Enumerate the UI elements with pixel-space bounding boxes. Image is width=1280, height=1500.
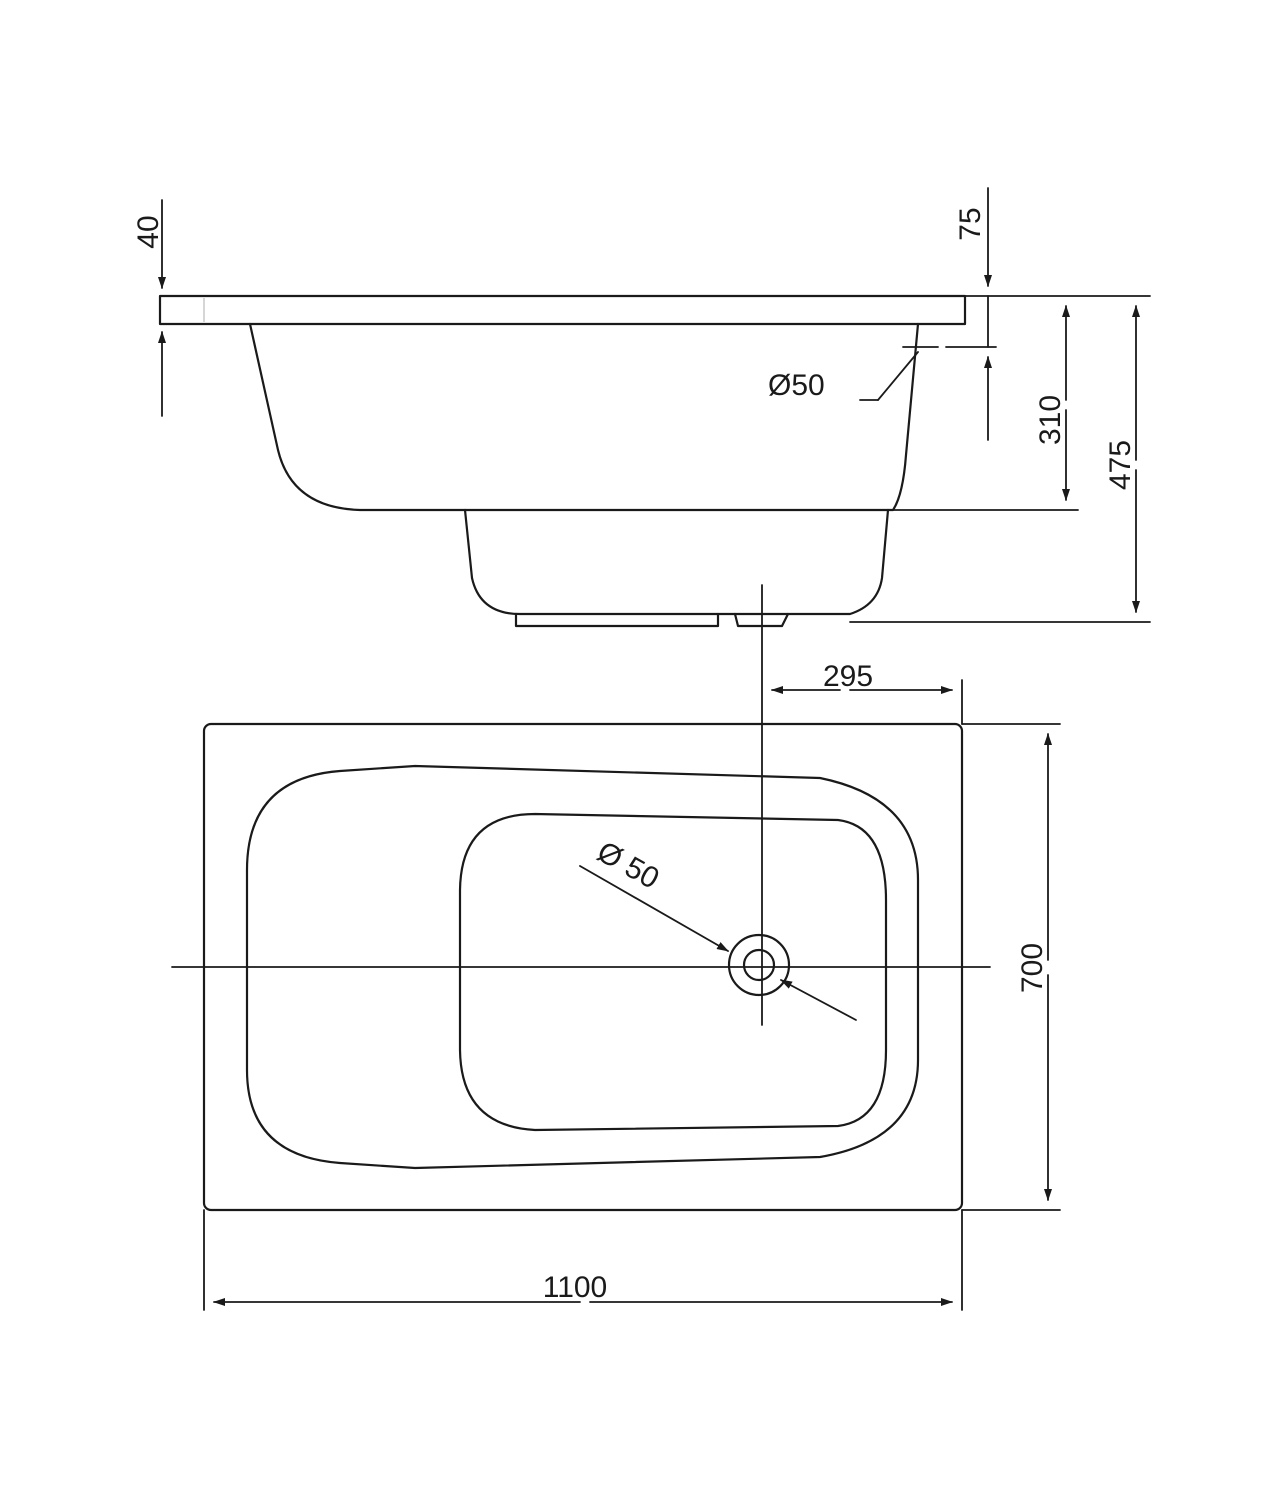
dim-rim-right: 75 xyxy=(954,207,987,240)
side-view-rim xyxy=(158,294,967,326)
side-view-basin xyxy=(248,322,920,512)
top-view-basin-outer xyxy=(245,764,920,1170)
dim-overflow-height: 310 xyxy=(1034,395,1067,445)
top-view: Ø 50 295 700 1100 xyxy=(171,660,1061,1311)
side-view-sump xyxy=(463,508,890,616)
dim-total-height: 475 xyxy=(1104,440,1137,490)
dim-width: 700 xyxy=(1016,943,1049,993)
dim-length: 1100 xyxy=(543,1271,608,1304)
side-view-foot-left xyxy=(514,612,720,628)
drain-outer-ring xyxy=(727,933,791,997)
dim-rim-left: 40 xyxy=(132,215,165,248)
side-view-foot-right xyxy=(733,612,790,628)
drain-inner-ring xyxy=(742,948,776,982)
dim-drain-offset: 295 xyxy=(823,660,873,693)
side-view: Ø50 40 75 310 475 xyxy=(132,187,1151,1026)
top-view-basin-inner xyxy=(458,812,888,1132)
dim-drain-diameter-top: Ø 50 xyxy=(592,835,665,895)
dim-outlet-diameter-side: Ø50 xyxy=(768,369,825,402)
